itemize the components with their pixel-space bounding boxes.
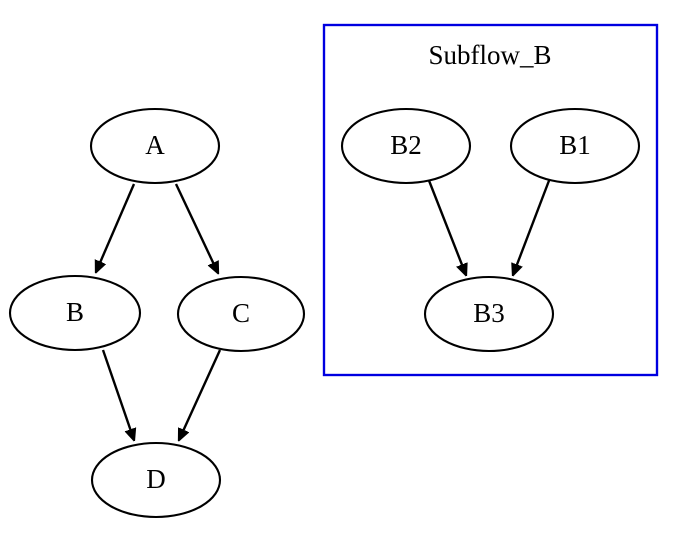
node-group: A B C D B2 B1 <box>8 107 641 519</box>
node-shape-b3 <box>423 275 555 353</box>
node-d[interactable]: D <box>90 441 222 519</box>
node-a[interactable]: A <box>89 107 221 185</box>
node-b3[interactable]: B3 <box>423 275 555 353</box>
node-shape-c <box>176 275 306 353</box>
edge-line-c-to-d <box>179 349 222 440</box>
node-shape-d <box>90 441 222 519</box>
node-label-b3: B3 <box>473 298 505 328</box>
node-b1[interactable]: B1 <box>509 107 641 185</box>
node-label-b1: B1 <box>559 130 591 160</box>
node-label-b2: B2 <box>390 130 422 160</box>
node-label-c: C <box>232 298 250 328</box>
node-b[interactable]: B <box>8 274 142 352</box>
node-shape-a <box>89 107 221 185</box>
edge-line-b2-to-b3 <box>426 177 466 275</box>
cluster-border-inner-subflow-b <box>322 23 659 377</box>
edge-b2-to-b3[interactable] <box>426 177 466 275</box>
edge-line-a-to-c <box>174 183 218 273</box>
cluster-label-subflow-b: Subflow_B <box>428 40 551 70</box>
node-label-d: D <box>146 464 166 494</box>
edge-a-to-b[interactable] <box>96 183 136 272</box>
edge-line-b-to-d <box>101 349 134 440</box>
edge-b1-to-b3[interactable] <box>513 177 552 275</box>
node-label-a: A <box>145 130 165 160</box>
node-shape-b1 <box>509 107 641 185</box>
edge-line-b1-to-b3 <box>513 177 552 275</box>
edge-line-a-to-b <box>96 183 136 272</box>
node-label-b: B <box>66 297 84 327</box>
edge-a-to-c[interactable] <box>174 183 218 273</box>
node-shape-b <box>8 274 142 352</box>
edge-c-to-d[interactable] <box>179 349 222 440</box>
node-b2[interactable]: B2 <box>340 107 472 185</box>
edge-group <box>96 177 552 440</box>
edge-b-to-d[interactable] <box>101 349 134 440</box>
node-shape-b2 <box>340 107 472 185</box>
node-c[interactable]: C <box>176 275 306 353</box>
